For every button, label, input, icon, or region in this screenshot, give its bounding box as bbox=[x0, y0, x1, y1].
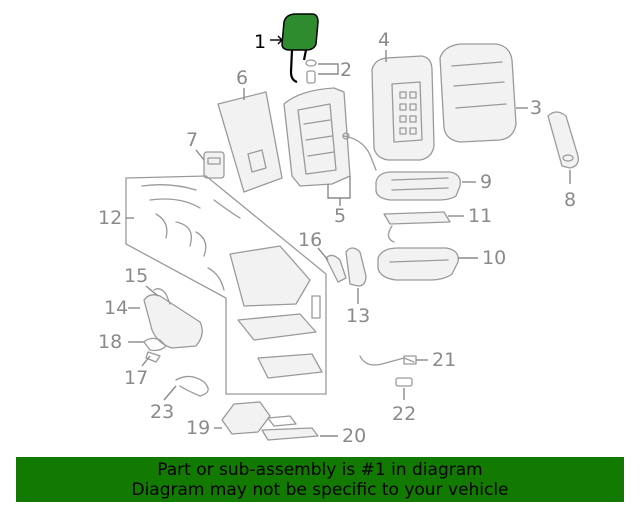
leader-lines bbox=[126, 35, 571, 437]
handle-part bbox=[143, 337, 167, 363]
seatback-frame-part bbox=[283, 87, 377, 187]
side-trim-part bbox=[547, 111, 579, 169]
switch-harness-part bbox=[359, 355, 417, 387]
side-shield-part bbox=[143, 288, 203, 349]
callout-15: 15 bbox=[124, 265, 148, 287]
callout-16: 16 bbox=[298, 229, 322, 251]
callout-7: 7 bbox=[186, 129, 198, 151]
callout-10: 10 bbox=[482, 247, 506, 269]
parts-diagram: 1 2 3 4 5 6 7 8 9 10 11 12 13 14 15 16 1… bbox=[98, 13, 579, 447]
callout-13: 13 bbox=[346, 305, 370, 327]
disclaimer-banner: Part or sub-assembly is #1 in diagram Di… bbox=[16, 457, 624, 502]
heater-mat-part bbox=[383, 211, 451, 243]
switch-part bbox=[203, 151, 225, 179]
callout-11: 11 bbox=[468, 205, 492, 227]
headrest-part[interactable] bbox=[281, 13, 319, 84]
callout-3: 3 bbox=[530, 97, 542, 119]
callout-20: 20 bbox=[342, 425, 366, 447]
wire-harness-part bbox=[175, 375, 209, 397]
callout-2: 2 bbox=[340, 59, 352, 81]
seat-pad-part bbox=[377, 247, 459, 281]
seat-cushion-part bbox=[375, 171, 461, 201]
callout-18: 18 bbox=[98, 331, 122, 353]
banner-line-2: Diagram may not be specific to your vehi… bbox=[131, 480, 509, 500]
callout-9: 9 bbox=[480, 171, 492, 193]
callout-22: 22 bbox=[392, 403, 416, 425]
seatback-cover-part bbox=[439, 43, 517, 143]
callout-5: 5 bbox=[334, 205, 346, 227]
callout-23: 23 bbox=[150, 401, 174, 423]
bracket-part bbox=[325, 247, 367, 287]
seatback-panel-part bbox=[217, 91, 283, 193]
banner-line-1: Part or sub-assembly is #1 in diagram bbox=[157, 460, 483, 480]
callout-14: 14 bbox=[104, 297, 128, 319]
callout-4: 4 bbox=[378, 29, 390, 51]
seatback-cushion-part bbox=[371, 55, 435, 161]
callout-8: 8 bbox=[564, 189, 576, 211]
callout-12: 12 bbox=[98, 207, 122, 229]
callout-6: 6 bbox=[236, 67, 248, 89]
seat-frame-kit-group bbox=[125, 175, 327, 395]
rail-part bbox=[221, 401, 319, 441]
headrest-guide-part bbox=[305, 59, 317, 84]
callout-17: 17 bbox=[124, 367, 148, 389]
callout-19: 19 bbox=[186, 417, 210, 439]
callout-21: 21 bbox=[432, 349, 456, 371]
callout-1: 1 bbox=[254, 31, 266, 53]
